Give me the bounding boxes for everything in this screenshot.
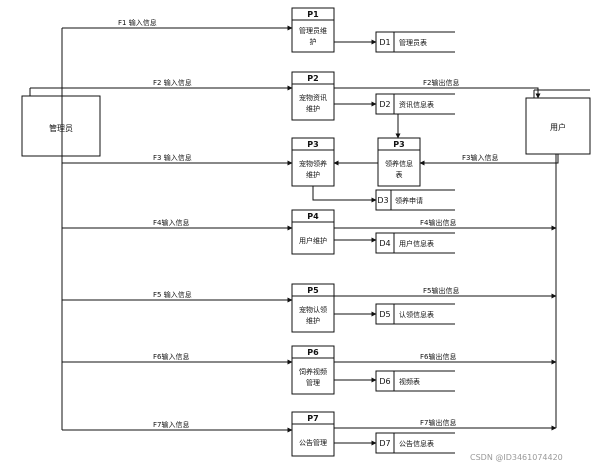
store-d7: D7 公告信息表 bbox=[379, 439, 434, 448]
flow-f5-in: F5 输入信息 bbox=[153, 290, 192, 299]
svg-text:管理: 管理 bbox=[306, 378, 320, 387]
svg-text:维护: 维护 bbox=[306, 104, 320, 113]
svg-text:管理员维: 管理员维 bbox=[299, 26, 327, 35]
flow-f2-out: F2输出信息 bbox=[423, 78, 459, 87]
svg-text:维护: 维护 bbox=[306, 316, 320, 325]
flow-f4-in: F4输入信息 bbox=[153, 218, 189, 227]
svg-text:用户信息表: 用户信息表 bbox=[399, 239, 434, 248]
store-d6: D6 视频表 bbox=[379, 377, 420, 386]
svg-text:资讯信息表: 资讯信息表 bbox=[399, 100, 434, 109]
svg-text:宠物认领: 宠物认领 bbox=[299, 305, 327, 314]
store-d2: D2 资讯信息表 bbox=[379, 100, 434, 109]
flow-f3-user-in: F3输入信息 bbox=[462, 153, 498, 162]
flow-f5-out: F5输出信息 bbox=[423, 286, 459, 295]
flow-f6-in: F6输入信息 bbox=[153, 352, 189, 361]
svg-text:领养信息: 领养信息 bbox=[385, 159, 413, 168]
store-d5: D5 认领信息表 bbox=[379, 310, 434, 319]
svg-text:P5: P5 bbox=[307, 286, 319, 295]
svg-text:P7: P7 bbox=[307, 414, 318, 423]
svg-text:D1: D1 bbox=[379, 38, 390, 47]
process-p5: P5 宠物认领 维护 bbox=[299, 286, 327, 325]
svg-text:管理员表: 管理员表 bbox=[399, 38, 427, 47]
watermark: CSDN @ID3461074420 bbox=[470, 453, 563, 462]
svg-text:P3: P3 bbox=[307, 140, 318, 149]
store-d1: D1 管理员表 bbox=[379, 38, 427, 47]
flow-f7-out: F7输出信息 bbox=[420, 418, 456, 427]
flow-f3-in: F3 输入信息 bbox=[153, 153, 192, 162]
svg-text:领养申请: 领养申请 bbox=[395, 196, 423, 205]
svg-text:P3: P3 bbox=[393, 140, 404, 149]
process-p4: P4 用户维护 bbox=[299, 212, 327, 245]
svg-text:D2: D2 bbox=[379, 100, 390, 109]
process-p1: P1 管理员维 护 bbox=[299, 10, 327, 46]
store-d3: D3 领养申请 bbox=[377, 196, 423, 205]
svg-text:护: 护 bbox=[310, 37, 317, 46]
flow-f4-out: F4输出信息 bbox=[420, 218, 456, 227]
process-p2: P2 宠物资讯 维护 bbox=[299, 74, 327, 113]
svg-text:公告信息表: 公告信息表 bbox=[399, 439, 434, 448]
admin-entity-label: 管理员 bbox=[49, 123, 73, 133]
svg-text:视频表: 视频表 bbox=[399, 377, 420, 386]
svg-text:P2: P2 bbox=[307, 74, 318, 83]
svg-text:D3: D3 bbox=[377, 196, 388, 205]
flow-f2-in: F2 输入信息 bbox=[153, 78, 192, 87]
store-d4: D4 用户信息表 bbox=[379, 239, 434, 248]
svg-text:P4: P4 bbox=[307, 212, 319, 221]
process-p3-right: P3 领养信息 表 bbox=[385, 140, 413, 179]
svg-text:认领信息表: 认领信息表 bbox=[399, 310, 434, 319]
process-p3-left: P3 宠物领养 维护 bbox=[299, 140, 327, 179]
svg-text:用户维护: 用户维护 bbox=[299, 236, 327, 245]
svg-text:P1: P1 bbox=[307, 10, 319, 19]
svg-text:宠物资讯: 宠物资讯 bbox=[299, 93, 327, 102]
svg-text:宠物领养: 宠物领养 bbox=[299, 159, 327, 168]
process-p7: P7 公告管理 bbox=[299, 414, 327, 447]
svg-text:D5: D5 bbox=[379, 310, 390, 319]
svg-text:饲养视频: 饲养视频 bbox=[299, 367, 327, 376]
svg-text:维护: 维护 bbox=[306, 170, 320, 179]
flow-f7-in: F7输入信息 bbox=[153, 420, 189, 429]
flow-f1-in: F1 输入信息 bbox=[118, 18, 157, 27]
process-p6: P6 饲养视频 管理 bbox=[299, 348, 327, 387]
svg-text:公告管理: 公告管理 bbox=[299, 438, 327, 447]
flow-f6-out: F6输出信息 bbox=[420, 352, 456, 361]
svg-text:D4: D4 bbox=[379, 239, 390, 248]
svg-text:D7: D7 bbox=[379, 439, 390, 448]
svg-text:D6: D6 bbox=[379, 377, 390, 386]
user-entity-label: 用户 bbox=[550, 122, 566, 132]
svg-text:P6: P6 bbox=[307, 348, 319, 357]
svg-text:表: 表 bbox=[396, 170, 403, 179]
